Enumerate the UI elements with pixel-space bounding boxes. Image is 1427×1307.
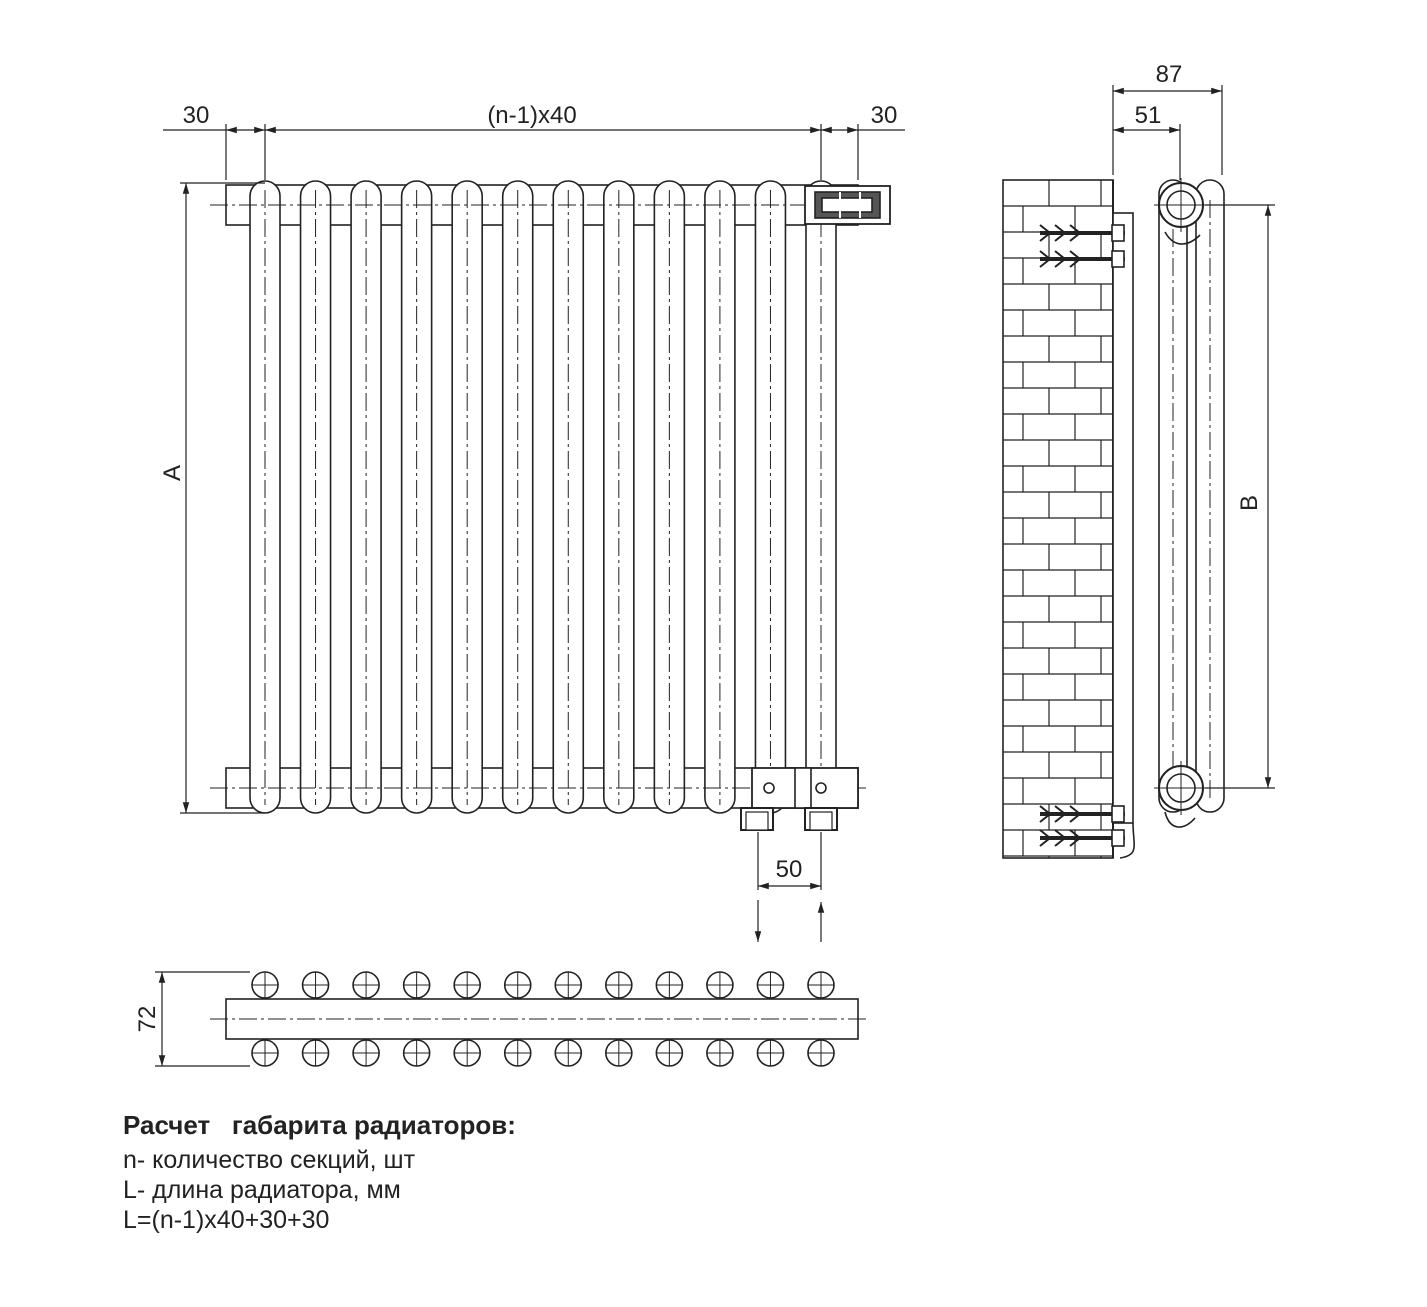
tube-cross-section bbox=[402, 1039, 431, 1067]
tube-cross-section bbox=[756, 1039, 785, 1067]
top-view bbox=[210, 971, 870, 1067]
tube-cross-section bbox=[251, 1039, 279, 1067]
tube-cross-section bbox=[756, 971, 785, 999]
tube-cross-section bbox=[352, 1039, 380, 1067]
mount-bracket bbox=[1112, 212, 1134, 824]
side-dimensions bbox=[1112, 85, 1275, 789]
anchor-bolts-top bbox=[1039, 224, 1125, 268]
brick-pattern bbox=[1003, 180, 1113, 858]
tube-cross-section bbox=[251, 971, 279, 999]
caption-line-formula: L=(n-1)x40+30+30 bbox=[123, 1206, 330, 1234]
tube-cross-section bbox=[503, 1039, 532, 1067]
dim-connection-spacing: 50 bbox=[776, 856, 803, 883]
tube-cross-section bbox=[655, 1039, 684, 1067]
tube-cross-section bbox=[706, 1039, 734, 1067]
tube-cross-section bbox=[605, 1039, 633, 1067]
tube-cross-section bbox=[655, 971, 684, 999]
dim-width-top: 72 bbox=[134, 1006, 161, 1033]
tube-cross-section bbox=[605, 971, 633, 999]
bottom-connection bbox=[740, 767, 859, 831]
tube-cross-section bbox=[554, 971, 583, 999]
tube-cross-section bbox=[807, 1039, 835, 1067]
side-view bbox=[1002, 178, 1240, 859]
dim-pitch-formula: (n-1)x40 bbox=[487, 102, 576, 129]
front-view bbox=[210, 180, 891, 831]
tube-cross-section bbox=[503, 971, 532, 999]
thermostatic-valve bbox=[804, 185, 891, 225]
calculation-caption: Расчет габарита радиаторов: n- количеств… bbox=[123, 1110, 516, 1235]
dim-height-a: A bbox=[159, 465, 186, 481]
caption-line-sections: n- количество секций, шт bbox=[123, 1146, 416, 1174]
top-dimensions bbox=[155, 971, 250, 1067]
caption-title: Расчет габарита радиаторов: bbox=[123, 1110, 516, 1140]
top-view-tubes bbox=[251, 971, 835, 1067]
tube-cross-section bbox=[301, 1039, 330, 1067]
tube-cross-section bbox=[301, 971, 330, 999]
anchor-bolts-bottom bbox=[1039, 805, 1125, 847]
dim-axis-b: B bbox=[1236, 495, 1263, 511]
dim-depth-wall: 51 bbox=[1135, 102, 1162, 129]
tube-cross-section bbox=[554, 1039, 583, 1067]
dim-right-offset: 30 bbox=[871, 102, 898, 129]
caption-line-length: L- длина радиатора, мм bbox=[123, 1176, 401, 1204]
tube-cross-section bbox=[706, 971, 734, 999]
dim-depth-total: 87 bbox=[1156, 61, 1183, 88]
tube-cross-section bbox=[402, 971, 431, 999]
tube-cross-section bbox=[453, 1039, 481, 1067]
front-dimensions bbox=[163, 124, 905, 942]
dim-left-offset: 30 bbox=[183, 102, 210, 129]
tube-cross-section bbox=[453, 971, 481, 999]
tube-cross-section bbox=[807, 971, 835, 999]
brick-wall bbox=[1002, 179, 1114, 859]
tube-sections bbox=[249, 180, 837, 814]
tube-cross-section bbox=[352, 971, 380, 999]
